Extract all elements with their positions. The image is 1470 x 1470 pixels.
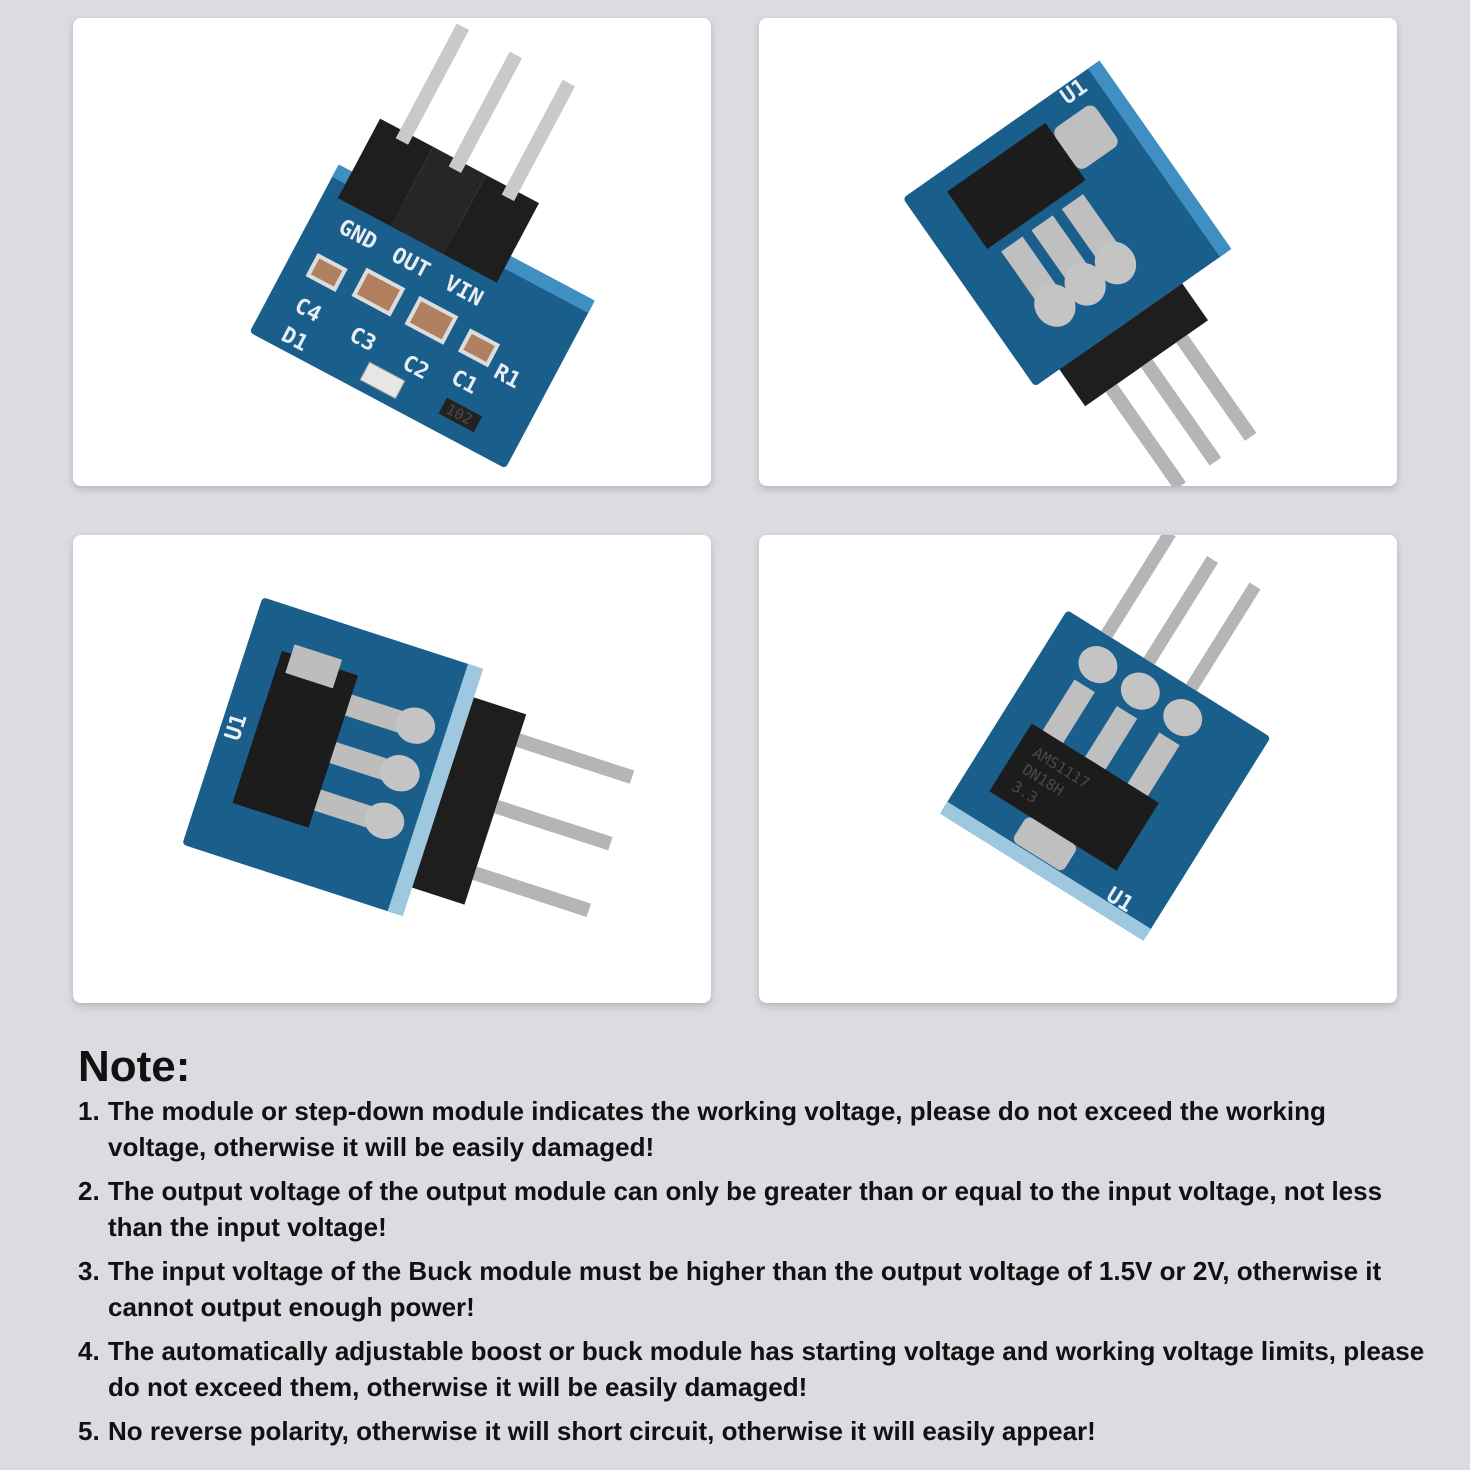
note-item-number: 4. bbox=[78, 1336, 100, 1366]
note-list: 1. The module or step-down module indica… bbox=[78, 1093, 1428, 1449]
note-item-number: 1. bbox=[78, 1096, 100, 1126]
note-item-text: No reverse polarity, otherwise it will s… bbox=[108, 1416, 1096, 1446]
module-regulator-illustration: U1 bbox=[904, 60, 1257, 486]
note-item-text: The input voltage of the Buck module mus… bbox=[108, 1256, 1382, 1322]
note-title: Note: bbox=[78, 1042, 191, 1091]
note-item: 1. The module or step-down module indica… bbox=[78, 1093, 1428, 1165]
note-item: 4. The automatically adjustable boost or… bbox=[78, 1333, 1428, 1405]
note-item-number: 5. bbox=[78, 1416, 100, 1446]
note-item-text: The module or step-down module indicates… bbox=[108, 1096, 1326, 1162]
photo-module-regulator-view: U1 bbox=[759, 18, 1397, 486]
note-item-number: 3. bbox=[78, 1256, 100, 1286]
note-item-text: The automatically adjustable boost or bu… bbox=[108, 1336, 1425, 1402]
note-item: 2. The output voltage of the output modu… bbox=[78, 1173, 1428, 1245]
photo-module-top-view: GND OUT VIN C4 C3 C2 C1 R1 102 D1 bbox=[73, 18, 711, 486]
module-angled-illustration: AMS1117 DN18H 3.3 U1 bbox=[940, 535, 1270, 941]
note-item: 5. No reverse polarity, otherwise it wil… bbox=[78, 1413, 1428, 1449]
note-item-number: 2. bbox=[78, 1176, 100, 1206]
module-side-illustration: U1 bbox=[183, 598, 635, 917]
module-top-illustration: GND OUT VIN C4 C3 C2 C1 R1 102 D1 bbox=[250, 23, 595, 468]
photo-module-angled-view: AMS1117 DN18H 3.3 U1 bbox=[759, 535, 1397, 1003]
photo-module-side-view: U1 bbox=[73, 535, 711, 1003]
note-section: Note: 1. The module or step-down module … bbox=[78, 1043, 1428, 1457]
note-item: 3. The input voltage of the Buck module … bbox=[78, 1253, 1428, 1325]
note-item-text: The output voltage of the output module … bbox=[108, 1176, 1383, 1242]
